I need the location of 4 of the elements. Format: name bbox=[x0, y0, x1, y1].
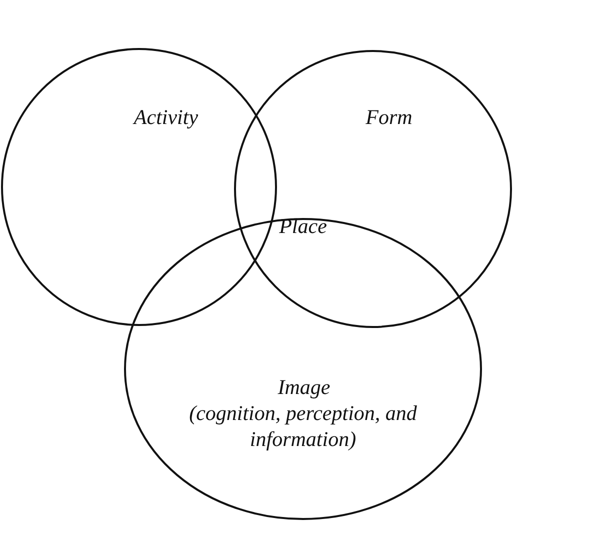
circle-label: Activity bbox=[132, 104, 200, 130]
circle-label: Form bbox=[364, 104, 414, 130]
circle-label: (cognition, perception, and information) bbox=[188, 400, 418, 452]
circle-label: Image bbox=[276, 374, 332, 400]
